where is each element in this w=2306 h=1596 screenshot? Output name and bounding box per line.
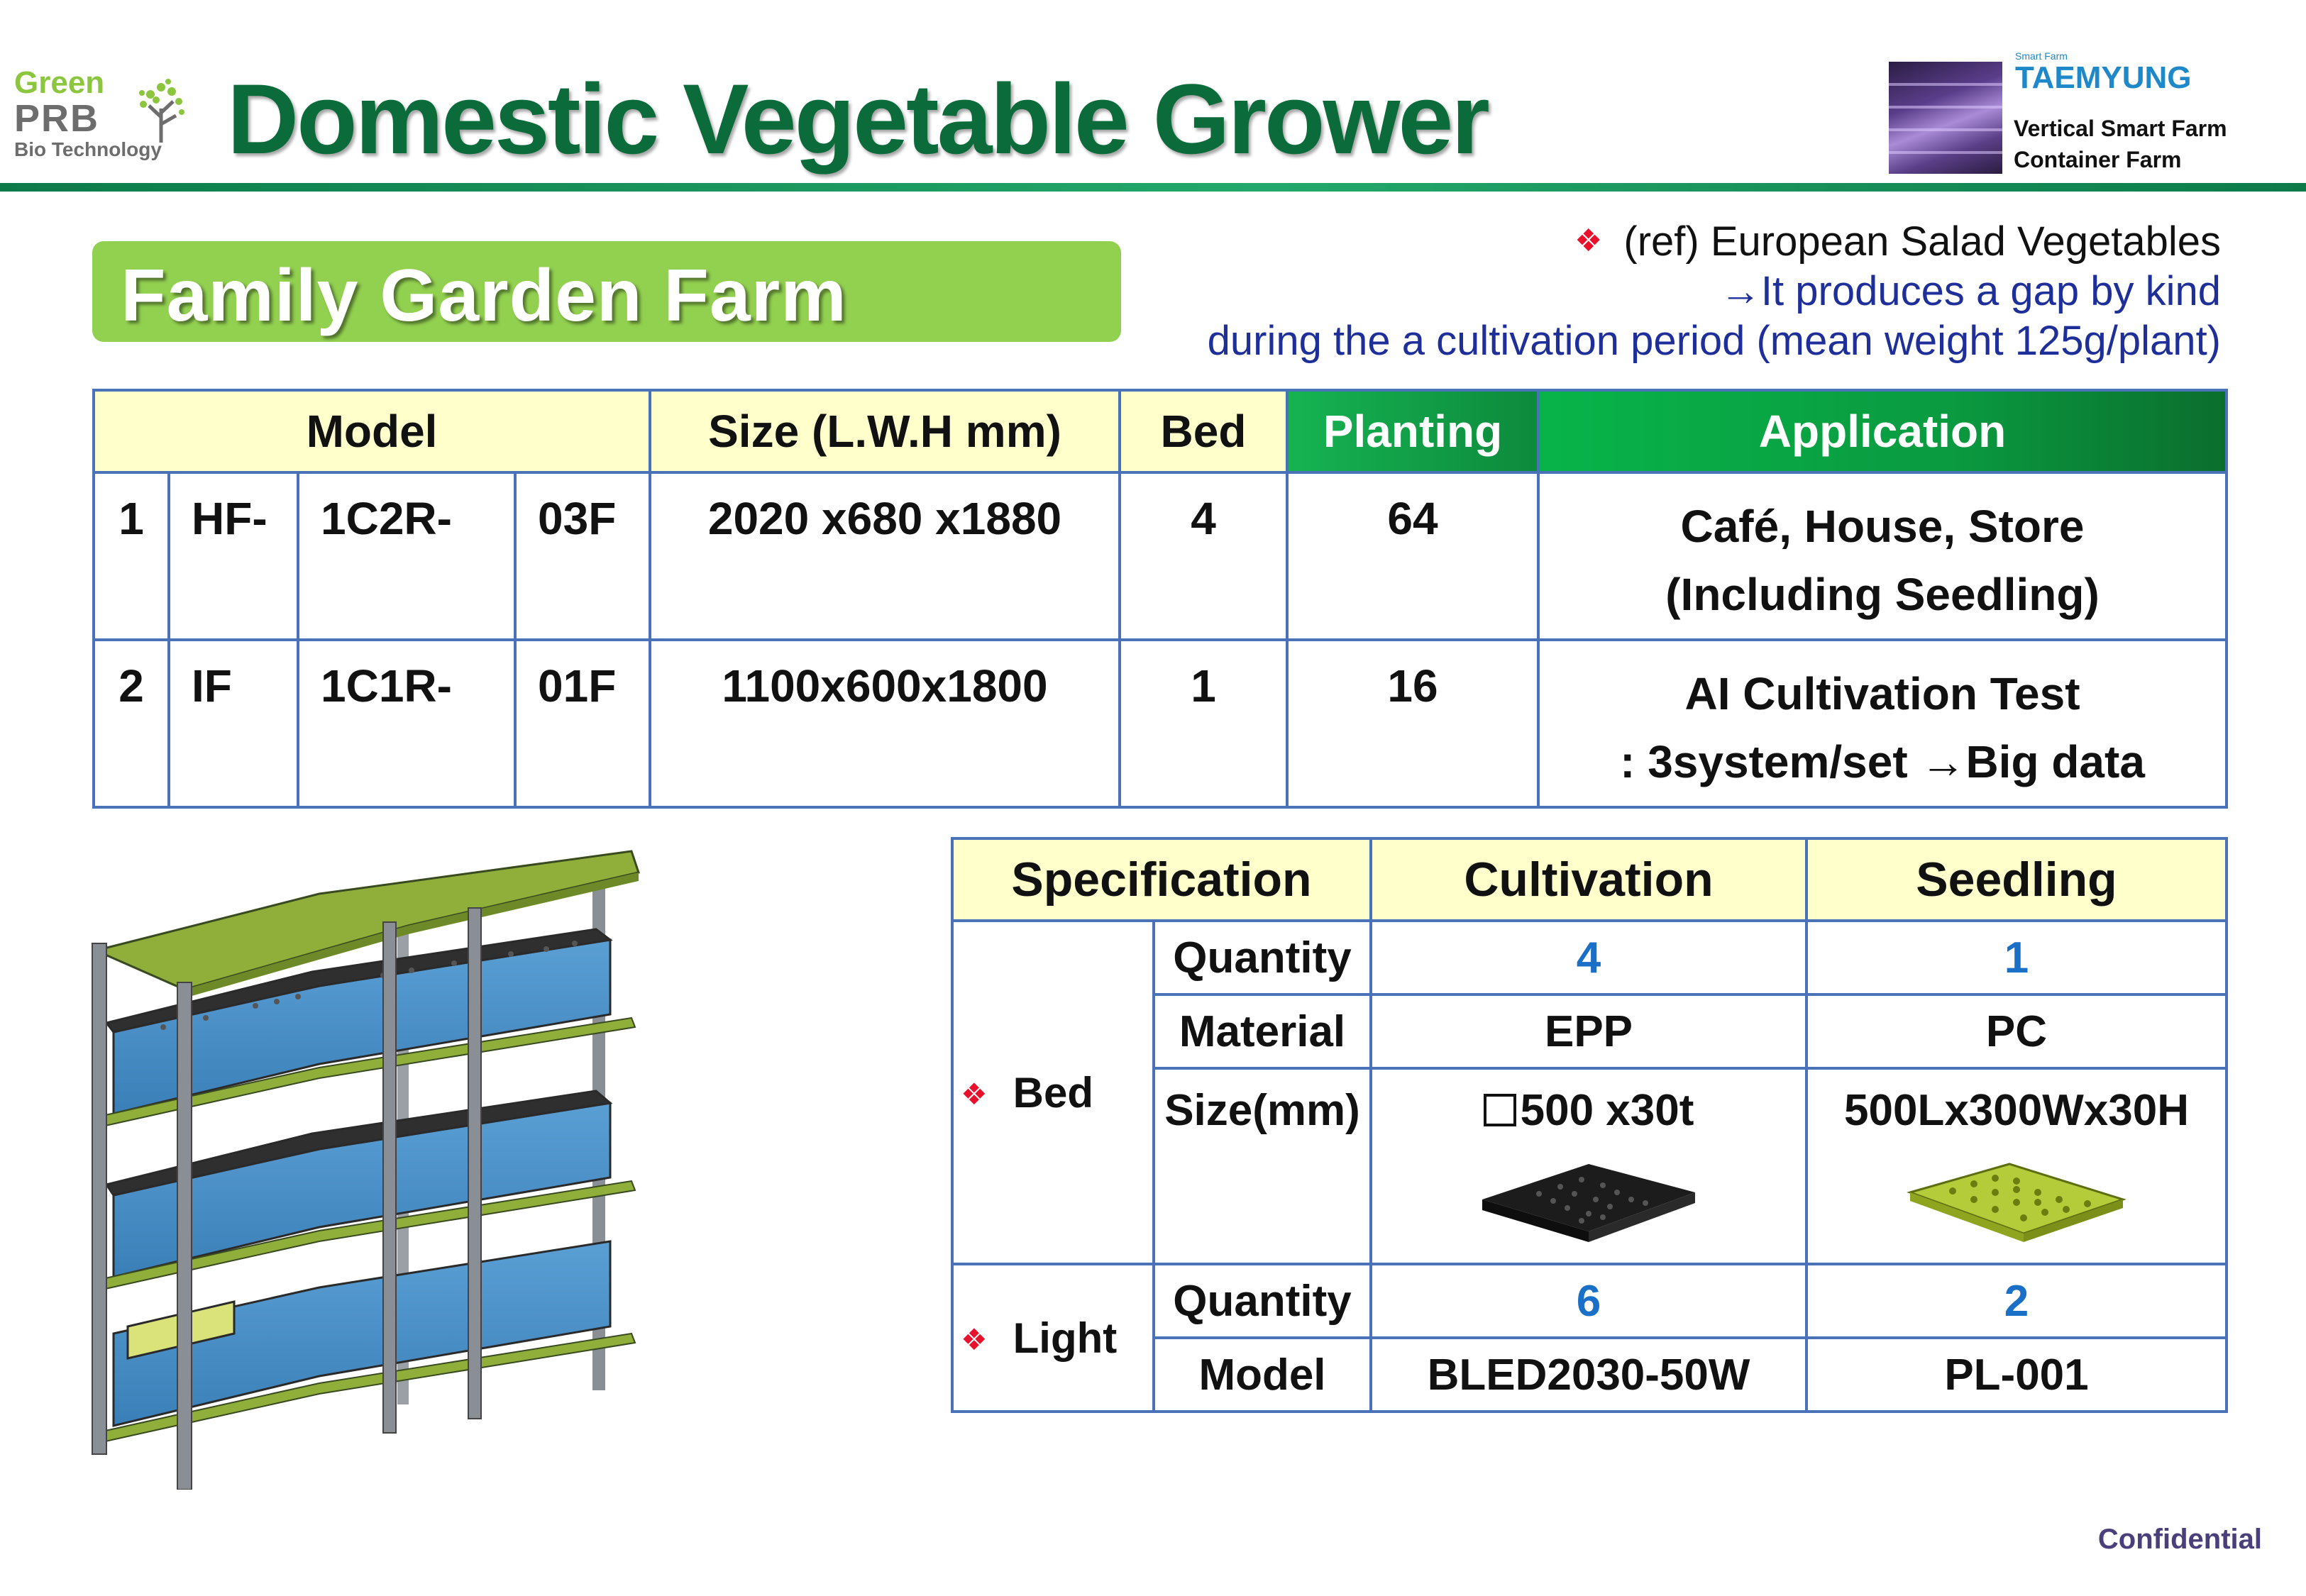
note-ref-prefix: (ref)	[1623, 218, 1699, 265]
table-row: Model BLED2030-50W PL-001	[952, 1336, 2228, 1413]
application-line-2: : 3system/set →Big data	[1620, 736, 2145, 787]
table-row: 2 IF 1C1R- 01F 1100x600x1800 1 16 AI Cul…	[92, 638, 2228, 809]
spec-label: Quantity	[1152, 919, 1372, 996]
model-size: 1100x600x1800	[649, 638, 1121, 809]
model-code: 1C2R-	[297, 471, 517, 641]
diamond-bullet-icon: ❖	[961, 1077, 988, 1111]
confidential-label: Confidential	[2097, 1524, 2262, 1555]
bed-quantity-seedling: 1	[1805, 919, 2228, 996]
partner-line-1: Vertical Smart Farm	[2014, 116, 2227, 141]
bed-quantity-cultivation: 4	[1369, 919, 1808, 996]
spec-label: Model	[1152, 1336, 1372, 1413]
application-line-1: AI Cultivation Test	[1684, 668, 2080, 719]
tree-icon	[139, 79, 184, 143]
note-line-1: ❖ (ref) European Salad Vegetables	[1208, 216, 2221, 267]
model-code: 1C1R-	[297, 638, 517, 809]
model-prefix: IF	[167, 638, 299, 809]
spec-label: Size(mm)	[1152, 1067, 1372, 1265]
diamond-bullet-icon: ❖	[961, 1322, 988, 1356]
bed-size-seedling-text: 500Lx300Wx30H	[1844, 1086, 2189, 1135]
page-title: Domestic Vegetable Grower	[227, 63, 1490, 174]
model-suffix: 03F	[514, 471, 651, 641]
taemyung-brand: TAEMYUNG	[2015, 60, 2192, 95]
group-bed: ❖ Bed	[951, 919, 1155, 1265]
model-application: Café, House, Store (Including Seedling)	[1537, 471, 2228, 641]
logo-line-green: Green	[14, 65, 105, 100]
row-number: 1	[92, 471, 170, 641]
header-size: Size (L.W.H mm)	[649, 389, 1121, 474]
group-light-label: Light	[1013, 1314, 1118, 1362]
header-model: Model	[92, 389, 651, 474]
bed-material-seedling: PC	[1805, 993, 2228, 1070]
section-title: Family Garden Farm	[121, 255, 847, 337]
logo-line-bio: Bio Technology	[14, 138, 162, 160]
light-quantity-seedling: 2	[1805, 1263, 2228, 1339]
header-bed: Bed	[1118, 389, 1289, 474]
model-size: 2020 x680 x1880	[649, 471, 1121, 641]
vertical-farm-photo	[1889, 62, 2002, 174]
partner-line-2: Container Farm	[2014, 147, 2182, 172]
model-suffix: 01F	[514, 638, 651, 809]
group-light: ❖ Light	[951, 1263, 1155, 1413]
taemyung-partner-block: Smart Farm TAEMYUNG Vertical Smart Farm …	[1887, 50, 2285, 174]
model-table-header: Model Size (L.W.H mm) Bed Planting Appli…	[92, 389, 2228, 474]
model-prefix: HF-	[167, 471, 299, 641]
light-model-cultivation: BLED2030-50W	[1369, 1336, 1808, 1413]
header-planting: Planting	[1286, 389, 1540, 474]
logo-line-prb: PRB	[14, 97, 100, 140]
bed-size-seedling: 500Lx300Wx30H	[1805, 1067, 2228, 1265]
header-divider	[0, 183, 2306, 192]
application-line-2: (Including Seedling)	[1665, 569, 2100, 620]
model-planting: 64	[1286, 471, 1540, 641]
specification-table: Specification Cultivation Seedling ❖ Bed …	[951, 837, 2228, 1413]
section-banner: Family Garden Farm	[92, 241, 1121, 342]
shelf-unit-illustration	[92, 850, 640, 1490]
table-row: 1 HF- 1C2R- 03F 2020 x680 x1880 4 64 Caf…	[92, 471, 2228, 641]
spec-label: Material	[1152, 993, 1372, 1070]
bed-size-cultivation-text: 500 x30t	[1520, 1086, 1694, 1135]
note-ref-text: European Salad Vegetables	[1710, 218, 2221, 265]
bed-size-cultivation: 500 x30t	[1369, 1067, 1808, 1265]
spec-label: Quantity	[1152, 1263, 1372, 1339]
header-specification: Specification	[951, 837, 1372, 922]
row-number: 2	[92, 638, 170, 809]
taemyung-tagline: Smart Farm	[2015, 50, 2068, 62]
model-table: Model Size (L.W.H mm) Bed Planting Appli…	[92, 389, 2228, 809]
group-bed-label: Bed	[1013, 1068, 1094, 1116]
seedling-tray-illustration	[1907, 1163, 2126, 1242]
light-model-seedling: PL-001	[1805, 1336, 2228, 1413]
header-seedling: Seedling	[1805, 837, 2228, 922]
light-quantity-cultivation: 6	[1369, 1263, 1808, 1339]
model-bed: 4	[1118, 471, 1289, 641]
table-row: ❖ Bed Quantity 4 1	[951, 919, 2228, 1265]
bed-material-cultivation: EPP	[1369, 993, 1808, 1070]
square-icon	[1483, 1094, 1516, 1126]
spec-table-header: Specification Cultivation Seedling	[951, 837, 2228, 922]
taemyung-logo: Smart Farm TAEMYUNG	[2015, 50, 2192, 96]
header-application: Application	[1537, 389, 2228, 474]
model-bed: 1	[1118, 638, 1289, 809]
table-row: ❖ Light Quantity 6 2	[951, 1263, 2228, 1413]
reference-note: ❖ (ref) European Salad Vegetables →It pro…	[1208, 216, 2221, 366]
epp-tray-illustration	[1482, 1164, 1695, 1242]
table-row: Size(mm) 500 x30t 500Lx300Wx30H	[952, 1067, 2228, 1265]
model-planting: 16	[1286, 638, 1540, 809]
application-line-1: Café, House, Store	[1680, 501, 2085, 552]
header-cultivation: Cultivation	[1369, 837, 1808, 922]
table-row: Material EPP PC	[952, 993, 2228, 1070]
green-prb-logo: Green PRB Bio Technology	[14, 67, 192, 181]
note-line-2: →It produces a gap by kind	[1719, 268, 2221, 314]
diamond-bullet-icon: ❖	[1574, 223, 1603, 258]
model-application: AI Cultivation Test : 3system/set →Big d…	[1537, 638, 2228, 809]
note-line-3: during the a cultivation period (mean we…	[1207, 318, 2221, 364]
